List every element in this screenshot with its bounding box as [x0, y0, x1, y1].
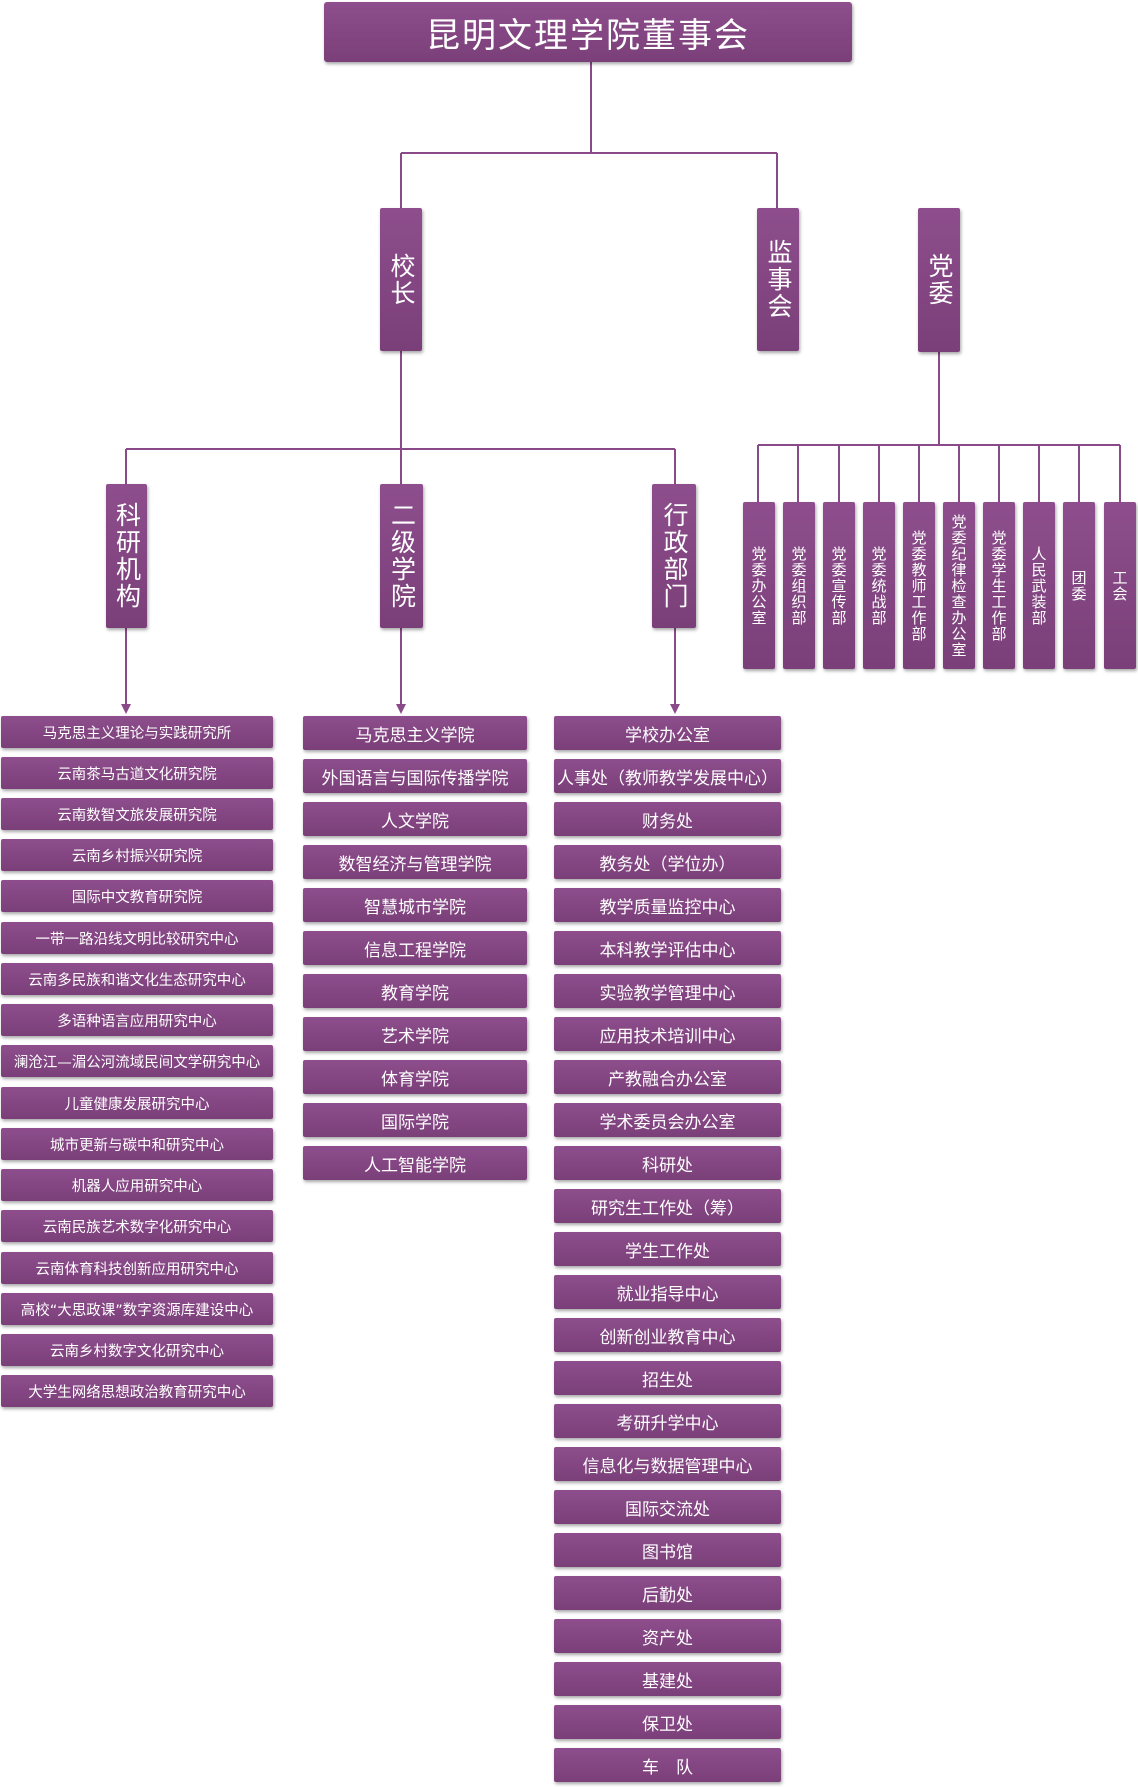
admin-item[interactable]: 教学质量监控中心 — [554, 888, 781, 922]
research-item[interactable]: 云南乡村数字文化研究中心 — [1, 1334, 273, 1366]
admin-item[interactable]: 保卫处 — [554, 1705, 781, 1739]
admin-item[interactable]: 实验教学管理中心 — [554, 974, 781, 1008]
research-item[interactable]: 多语种语言应用研究中心 — [1, 1004, 273, 1036]
research-item[interactable]: 云南多民族和谐文化生态研究中心 — [1, 963, 273, 995]
college-item[interactable]: 马克思主义学院 — [303, 716, 527, 750]
party-unit[interactable]: 党委统战部 — [863, 502, 895, 669]
admin-item[interactable]: 基建处 — [554, 1662, 781, 1696]
research-institutes-box[interactable]: 科研机构 — [106, 484, 147, 628]
admin-item[interactable]: 财务处 — [554, 802, 781, 836]
admin-item[interactable]: 学校办公室 — [554, 716, 781, 750]
party-unit[interactable]: 工会 — [1104, 502, 1136, 669]
research-item[interactable]: 马克思主义理论与实践研究所 — [1, 716, 273, 748]
research-item[interactable]: 儿童健康发展研究中心 — [1, 1087, 273, 1119]
secondary-colleges-box[interactable]: 二级学院 — [380, 484, 423, 628]
admin-item[interactable]: 教务处（学位办） — [554, 845, 781, 879]
admin-item[interactable]: 学术委员会办公室 — [554, 1103, 781, 1137]
president-box[interactable]: 校长 — [380, 208, 422, 351]
admin-item[interactable]: 资产处 — [554, 1619, 781, 1653]
party-unit[interactable]: 党委学生工作部 — [983, 502, 1015, 669]
admin-item[interactable]: 研究生工作处（筹） — [554, 1189, 781, 1223]
board-title: 昆明文理学院董事会 — [324, 2, 852, 62]
research-item[interactable]: 云南茶马古道文化研究院 — [1, 757, 273, 789]
research-item[interactable]: 云南乡村振兴研究院 — [1, 839, 273, 871]
admin-item[interactable]: 科研处 — [554, 1146, 781, 1180]
admin-item[interactable]: 应用技术培训中心 — [554, 1017, 781, 1051]
administrative-departments-box[interactable]: 行政部门 — [652, 484, 696, 628]
college-item[interactable]: 智慧城市学院 — [303, 888, 527, 922]
college-item[interactable]: 数智经济与管理学院 — [303, 845, 527, 879]
college-item[interactable]: 体育学院 — [303, 1060, 527, 1094]
research-item[interactable]: 云南体育科技创新应用研究中心 — [1, 1252, 273, 1284]
college-item[interactable]: 外国语言与国际传播学院 — [303, 759, 527, 793]
admin-item[interactable]: 考研升学中心 — [554, 1404, 781, 1438]
research-item[interactable]: 云南民族艺术数字化研究中心 — [1, 1210, 273, 1242]
college-item[interactable]: 艺术学院 — [303, 1017, 527, 1051]
party-committee-box[interactable]: 党委 — [918, 208, 960, 352]
party-unit[interactable]: 党委纪律检查办公室 — [943, 502, 975, 669]
party-unit[interactable]: 人民武装部 — [1023, 502, 1055, 669]
party-unit[interactable]: 党委宣传部 — [823, 502, 855, 669]
research-item[interactable]: 澜沧江—湄公河流域民间文学研究中心 — [1, 1045, 273, 1077]
admin-item[interactable]: 车 队 — [554, 1748, 781, 1782]
research-item[interactable]: 机器人应用研究中心 — [1, 1169, 273, 1201]
research-item[interactable]: 一带一路沿线文明比较研究中心 — [1, 922, 273, 954]
college-item[interactable]: 人工智能学院 — [303, 1146, 527, 1180]
supervisory-board-box[interactable]: 监事会 — [757, 208, 799, 351]
admin-item[interactable]: 本科教学评估中心 — [554, 931, 781, 965]
research-item[interactable]: 城市更新与碳中和研究中心 — [1, 1128, 273, 1160]
college-item[interactable]: 信息工程学院 — [303, 931, 527, 965]
admin-item[interactable]: 图书馆 — [554, 1533, 781, 1567]
college-item[interactable]: 教育学院 — [303, 974, 527, 1008]
admin-item[interactable]: 招生处 — [554, 1361, 781, 1395]
party-unit[interactable]: 党委教师工作部 — [903, 502, 935, 669]
admin-item[interactable]: 国际交流处 — [554, 1490, 781, 1524]
research-item[interactable]: 云南数智文旅发展研究院 — [1, 798, 273, 830]
party-unit[interactable]: 团委 — [1063, 502, 1095, 669]
research-item[interactable]: 国际中文教育研究院 — [1, 880, 273, 912]
college-item[interactable]: 人文学院 — [303, 802, 527, 836]
admin-item[interactable]: 信息化与数据管理中心 — [554, 1447, 781, 1481]
admin-item[interactable]: 后勤处 — [554, 1576, 781, 1610]
admin-item[interactable]: 人事处（教师教学发展中心） — [554, 759, 781, 793]
party-unit[interactable]: 党委组织部 — [783, 502, 815, 669]
admin-item[interactable]: 创新创业教育中心 — [554, 1318, 781, 1352]
admin-item[interactable]: 学生工作处 — [554, 1232, 781, 1266]
research-item[interactable]: 高校“大思政课”数字资源库建设中心 — [1, 1293, 273, 1325]
research-item[interactable]: 大学生网络思想政治教育研究中心 — [1, 1375, 273, 1407]
party-unit[interactable]: 党委办公室 — [743, 502, 775, 669]
college-item[interactable]: 国际学院 — [303, 1103, 527, 1137]
admin-item[interactable]: 产教融合办公室 — [554, 1060, 781, 1094]
admin-item[interactable]: 就业指导中心 — [554, 1275, 781, 1309]
